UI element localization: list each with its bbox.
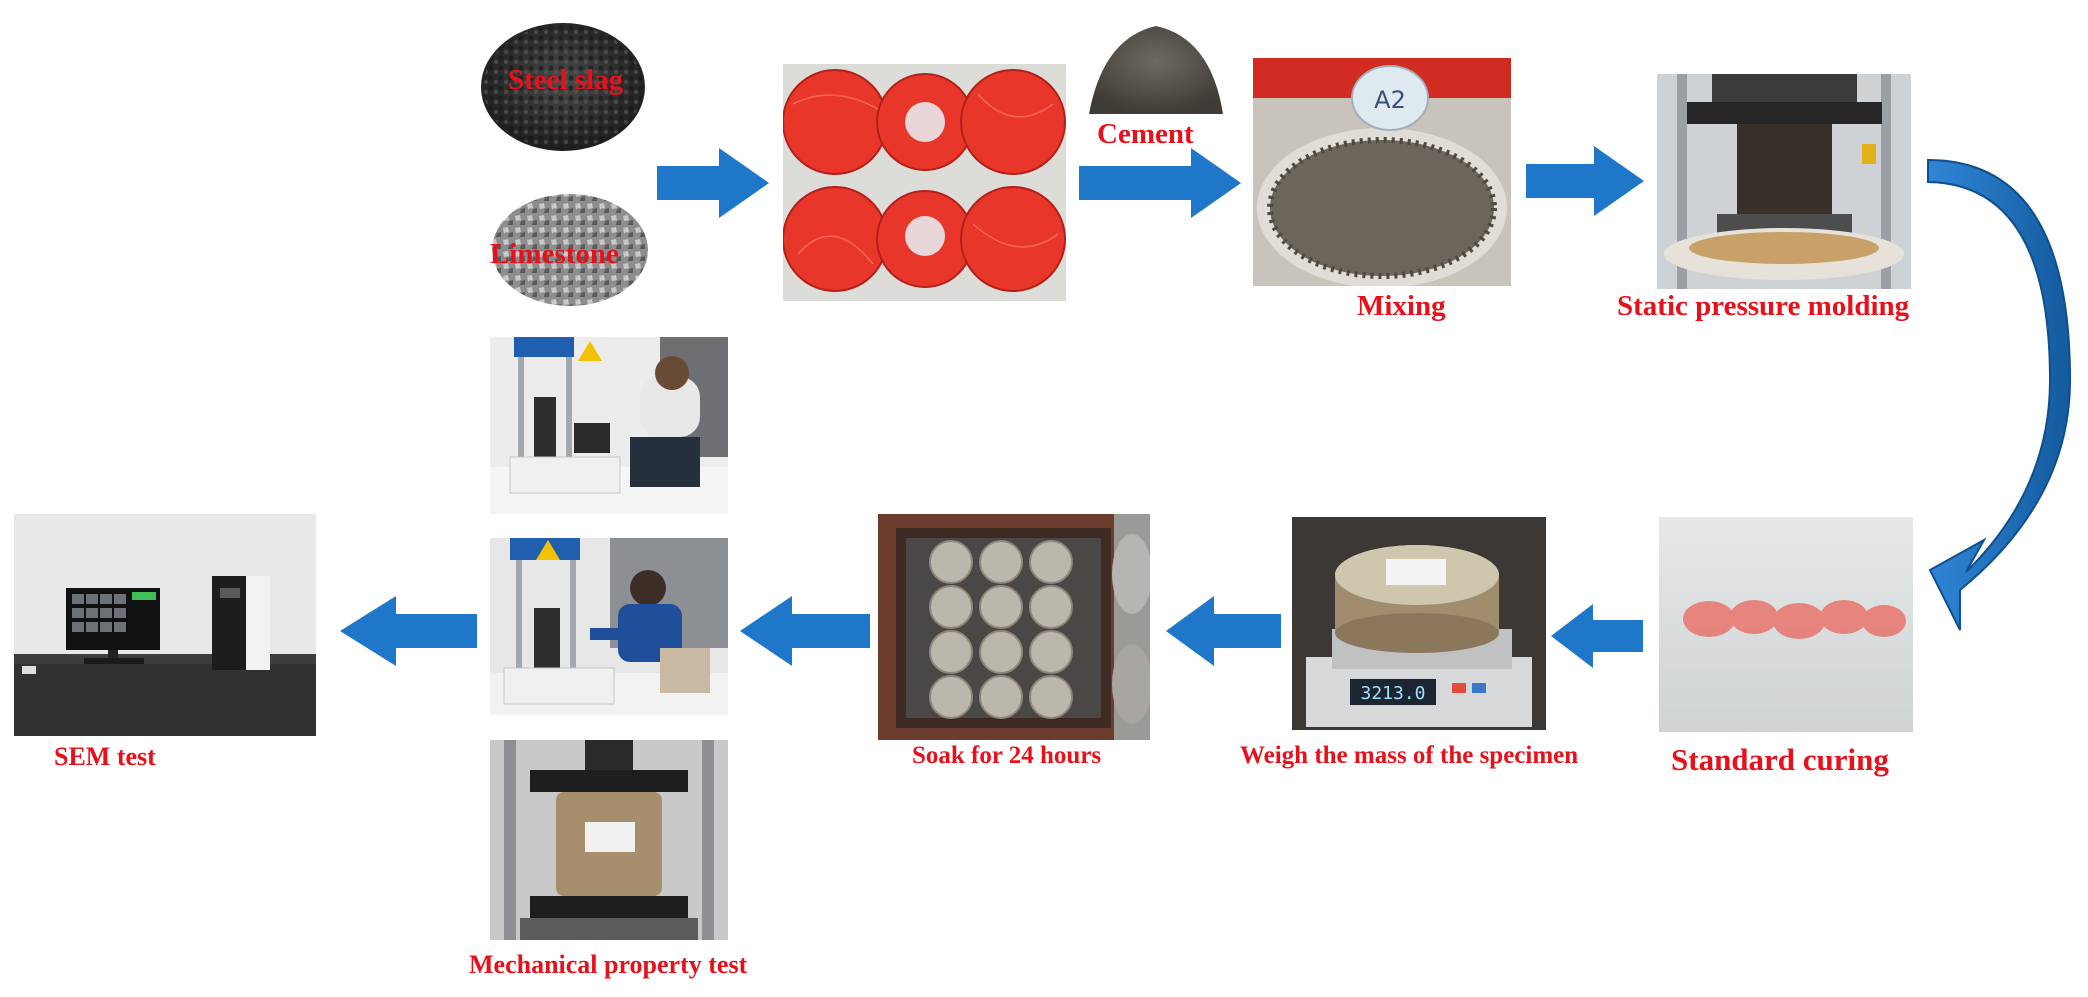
arrow-right-2-icon <box>1079 148 1241 218</box>
arrow-right-1-icon <box>657 148 769 218</box>
mechanical-test-photo-3 <box>490 740 728 940</box>
curved-arrow-down-icon <box>1900 150 2082 660</box>
mechanical-test-photo-2 <box>490 538 728 715</box>
arrow-right-3-icon <box>1526 146 1644 216</box>
weigh-specimen-photo: 3213.0 <box>1292 517 1546 730</box>
limestone-photo <box>490 190 650 308</box>
arrow-left-3-icon <box>740 596 870 666</box>
steel-slag-photo <box>478 15 648 155</box>
cement-label: Cement <box>1097 118 1194 150</box>
sem-test-photo <box>14 514 316 736</box>
mixing-photo: A2 <box>1253 58 1511 286</box>
steel-slag-label: Steel slag <box>508 64 624 96</box>
mechanical-test-photo-1 <box>490 337 728 514</box>
arrow-left-1-icon <box>1551 604 1643 668</box>
mixing-label: Mixing <box>1357 290 1446 322</box>
sample-tag-text: A2 <box>1374 86 1406 114</box>
arrow-left-2-icon <box>1166 596 1281 666</box>
weigh-label: Weigh the mass of the specimen <box>1240 742 1579 769</box>
soak-specimens-photo <box>878 514 1150 740</box>
standard-curing-label: Standard curing <box>1671 742 1889 777</box>
static-pressure-photo <box>1657 74 1911 289</box>
standard-curing-photo <box>1659 517 1913 732</box>
bagged-specimens-photo <box>783 64 1066 301</box>
scale-display-text: 3213.0 <box>1360 683 1425 704</box>
arrow-left-4-icon <box>340 596 477 666</box>
cement-photo <box>1083 18 1229 120</box>
soak-label: Soak for 24 hours <box>912 742 1102 769</box>
static-pressure-label: Static pressure molding <box>1617 290 1910 322</box>
limestone-label: Limestone <box>490 238 619 270</box>
mechanical-label: Mechanical property test <box>469 950 748 979</box>
sem-label: SEM test <box>54 742 156 771</box>
